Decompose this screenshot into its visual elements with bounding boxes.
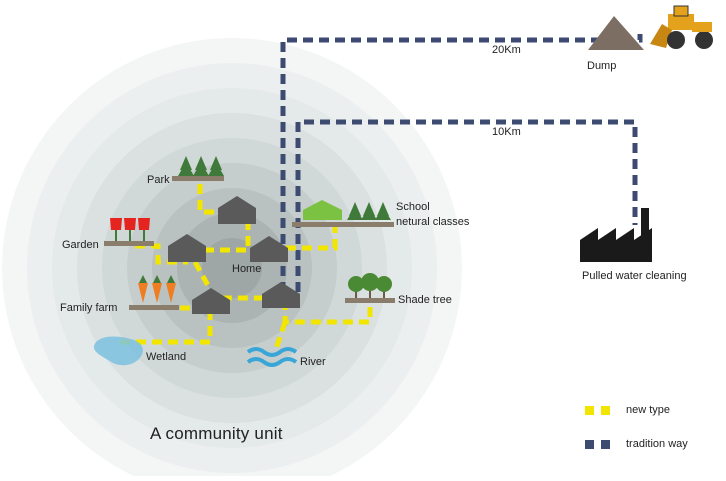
- route-home-school: [270, 226, 338, 251]
- route-to-factory: [295, 119, 638, 292]
- route-to-dump: [280, 34, 643, 292]
- factory-distance-label: 10Km: [492, 126, 521, 138]
- legend-new-type-label: new type: [626, 404, 671, 416]
- bulldozer-icon: [650, 5, 713, 49]
- legend-tradition-way-label: tradition way: [626, 438, 688, 450]
- legend-swatches: [585, 406, 610, 449]
- wetland-shape: [93, 336, 143, 366]
- community-rings: [2, 38, 462, 481]
- tradition-way-routes: [280, 34, 643, 292]
- house-bottom-left: [192, 288, 230, 314]
- route-river2: [272, 321, 288, 353]
- diagram-title: A community unit: [150, 424, 283, 443]
- house-top: [218, 196, 256, 224]
- route-home-cluster: [188, 222, 251, 253]
- river-label: River: [300, 356, 326, 368]
- houses: [168, 196, 300, 314]
- route-river: [282, 300, 373, 325]
- school: [292, 200, 394, 227]
- shade-trees: [345, 273, 395, 303]
- garden-flowers: [104, 218, 154, 246]
- river-waves: [246, 347, 298, 367]
- park-label: Park: [147, 174, 170, 186]
- house-bottom-right: [262, 282, 300, 308]
- school-label-line2: netural classes: [396, 216, 470, 228]
- park-trees: [172, 156, 224, 181]
- garden-label: Garden: [62, 239, 99, 251]
- factory-label: Pulled water cleaning: [582, 270, 687, 282]
- dump-label: Dump: [587, 60, 617, 72]
- factory: [580, 208, 652, 262]
- dump-distance-label: 20Km: [492, 44, 521, 56]
- school-label-line1: School: [396, 201, 430, 213]
- shade-tree-label: Shade tree: [398, 294, 452, 306]
- dump: [588, 5, 713, 50]
- wetland-label: Wetland: [146, 351, 187, 363]
- house-left: [168, 234, 206, 262]
- house-home: [250, 236, 288, 262]
- home-label: Home: [232, 263, 262, 275]
- family-farm-label: Family farm: [60, 302, 118, 314]
- family-farm-carrots: [129, 275, 179, 310]
